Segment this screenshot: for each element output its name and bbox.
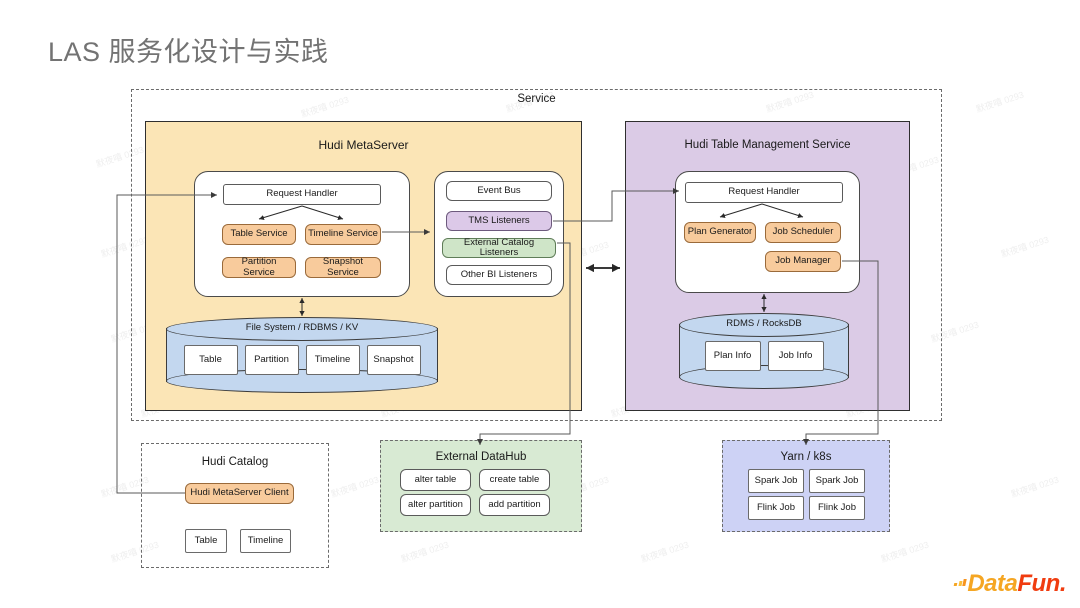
node-hudi-metaserver-client[interactable]: Hudi MetaServer Client [185, 483, 294, 504]
hudi-catalog-panel [141, 443, 329, 568]
watermark: 默夜嘻 0293 [879, 539, 931, 565]
storage-item-snapshot[interactable]: Snapshot [366, 345, 421, 375]
logo-text-fun: Fun. [1017, 570, 1066, 597]
watermark: 默夜嘻 0293 [639, 539, 691, 565]
node-table-service[interactable]: Table Service [222, 224, 296, 245]
hudi-tms-label: Hudi Table Management Service [684, 139, 851, 151]
catalog-item-table[interactable]: Table [185, 529, 227, 553]
metaserver-storage-label: File System / RDBMS / KV [245, 322, 359, 333]
node-tms-listeners[interactable]: TMS Listeners [446, 211, 552, 231]
tms-storage-cylinder: RDMS / RocksDB Plan Info Job Info [679, 313, 849, 389]
yarn-k8s-label: Yarn / k8s [780, 451, 832, 463]
datahub-item-alter-table[interactable]: alter table [400, 469, 471, 491]
metaserver-request-handler[interactable]: Request Handler [223, 184, 381, 205]
service-boundary-label: Service [517, 93, 556, 105]
storage-item-plan-info[interactable]: Plan Info [704, 341, 761, 371]
watermark: 默夜嘻 0293 [999, 234, 1051, 260]
node-snapshot-service[interactable]: Snapshot Service [305, 256, 381, 278]
watermark: 默夜嘻 0293 [329, 474, 381, 500]
datahub-item-alter-partition[interactable]: alter partition [400, 494, 471, 516]
runtime-item-spark-job-1[interactable]: Spark Job [748, 469, 804, 493]
runtime-item-flink-job-2[interactable]: Flink Job [809, 496, 865, 520]
tms-storage-label: RDMS / RocksDB [726, 318, 802, 329]
hudi-metaserver-label: Hudi MetaServer [318, 138, 409, 152]
watermark: 默夜嘻 0293 [1009, 474, 1061, 500]
runtime-item-spark-job-2[interactable]: Spark Job [809, 469, 865, 493]
node-external-catalog-listeners[interactable]: External Catalog Listeners [442, 237, 556, 258]
catalog-item-timeline[interactable]: Timeline [240, 529, 291, 553]
node-job-manager[interactable]: Job Manager [765, 251, 841, 272]
tms-request-handler[interactable]: Request Handler [685, 182, 843, 203]
logo-dots-icon [953, 579, 968, 586]
datahub-item-create-table[interactable]: create table [479, 469, 550, 491]
storage-item-job-info[interactable]: Job Info [767, 341, 824, 371]
metaserver-storage-cylinder: File System / RDBMS / KV Table Partition… [166, 317, 438, 393]
node-timeline-service[interactable]: Timeline Service [305, 224, 381, 245]
node-plan-generator[interactable]: Plan Generator [684, 222, 756, 243]
external-datahub-label: External DataHub [435, 451, 527, 463]
node-job-scheduler[interactable]: Job Scheduler [765, 222, 841, 243]
node-partition-service[interactable]: Partition Service [222, 256, 296, 278]
page-title: LAS 服务化设计与实践 [48, 37, 329, 67]
datafun-logo: Data Fun. [953, 570, 1066, 598]
storage-item-table[interactable]: Table [183, 345, 238, 375]
logo-text-data: Data [967, 570, 1018, 597]
node-event-bus[interactable]: Event Bus [446, 181, 552, 201]
watermark: 默夜嘻 0293 [399, 539, 451, 565]
datahub-item-add-partition[interactable]: add partition [479, 494, 550, 516]
watermark: 默夜嘻 0293 [974, 89, 1026, 115]
storage-item-timeline[interactable]: Timeline [305, 345, 360, 375]
hudi-catalog-label: Hudi Catalog [201, 456, 269, 468]
storage-item-partition[interactable]: Partition [244, 345, 299, 375]
node-other-bi-listeners[interactable]: Other BI Listeners [446, 265, 552, 285]
runtime-item-flink-job-1[interactable]: Flink Job [748, 496, 804, 520]
